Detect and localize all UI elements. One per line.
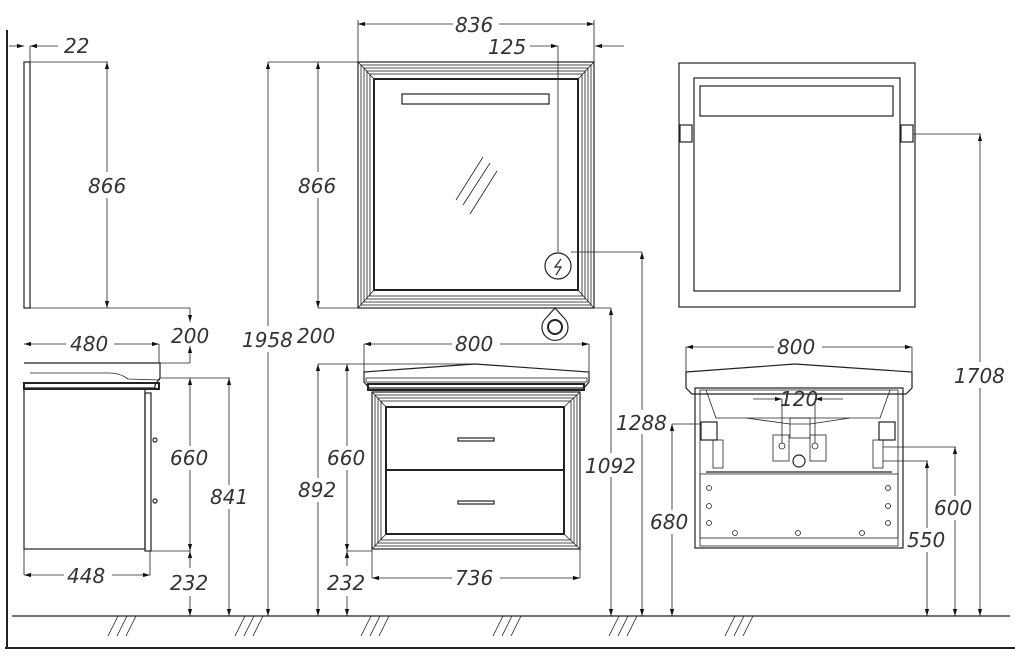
- dim-front-body-height: 660: [327, 446, 365, 470]
- cabinet-back-view: 800 120 680 600 550: [648, 335, 978, 616]
- dim-1958: 1958: [242, 328, 293, 352]
- dim-front-gap: 200: [297, 324, 335, 348]
- wall-bracket-right: [878, 421, 896, 441]
- dim-bracket-height: 680: [650, 510, 688, 534]
- drawer-handle-bottom: [457, 500, 495, 505]
- water-supply-icon: [541, 307, 569, 341]
- drain-icon: [792, 454, 806, 468]
- glass-hatch-icon: [455, 156, 498, 215]
- dim-outlet-low: 550: [907, 528, 945, 552]
- led-light-strip: [401, 93, 550, 105]
- hanger-bracket-left: [679, 124, 693, 143]
- mirror-back-view: 1708: [678, 62, 1008, 616]
- dim-1288: 1288: [616, 411, 667, 435]
- dim-hanger-height: 1708: [954, 364, 1005, 388]
- dim-mirror-side-height: 866: [88, 174, 126, 198]
- dim-front-total-height: 892: [298, 478, 336, 502]
- dim-top-depth: 480: [70, 332, 108, 356]
- dim-outlet-high: 600: [934, 496, 972, 520]
- dim-socket-offset: 125: [488, 35, 526, 59]
- mirror-front-view: 836 125 866: [296, 11, 642, 309]
- dim-front-top-width: 800: [455, 332, 493, 356]
- mounting-holes: [706, 485, 891, 536]
- dim-back-top-width: 800: [777, 335, 815, 359]
- floor-hatch: [107, 615, 754, 637]
- dim-socket-height: 1288: [614, 252, 670, 616]
- dim-mirror-width: 836: [455, 13, 493, 37]
- mirror-side-view: 22 866: [9, 34, 190, 309]
- dim-1092: 1092: [585, 454, 636, 478]
- hanger-bracket-right: [900, 124, 914, 143]
- floor-line: [12, 615, 1010, 637]
- dim-overall-mirror-top: 1958: [240, 61, 358, 616]
- sheet-frame: [5, 30, 1015, 649]
- cabinet-side-view: 480 448 200 660 232 841: [23, 308, 252, 616]
- dim-front-body-width: 736: [455, 566, 493, 590]
- dim-side-gap: 200: [171, 324, 209, 348]
- dim-mirror-height: 866: [298, 174, 336, 198]
- dim-side-floor-clearance: 232: [170, 571, 208, 595]
- dim-water-height: 1092: [584, 308, 640, 616]
- dim-mirror-depth: 22: [64, 34, 89, 58]
- dim-front-floor-clearance: 232: [327, 571, 365, 595]
- drawer-handle-top: [457, 437, 495, 442]
- dim-bottom-depth: 448: [67, 564, 105, 588]
- cabinet-front-view: 800 736 200 892 660 232: [296, 324, 590, 616]
- electric-socket-icon: [544, 252, 572, 280]
- wall-bracket-left: [700, 421, 718, 441]
- dim-side-body-height: 660: [170, 446, 208, 470]
- dim-drain-spacing: 120: [780, 387, 818, 411]
- dim-side-top-height: 841: [210, 485, 248, 509]
